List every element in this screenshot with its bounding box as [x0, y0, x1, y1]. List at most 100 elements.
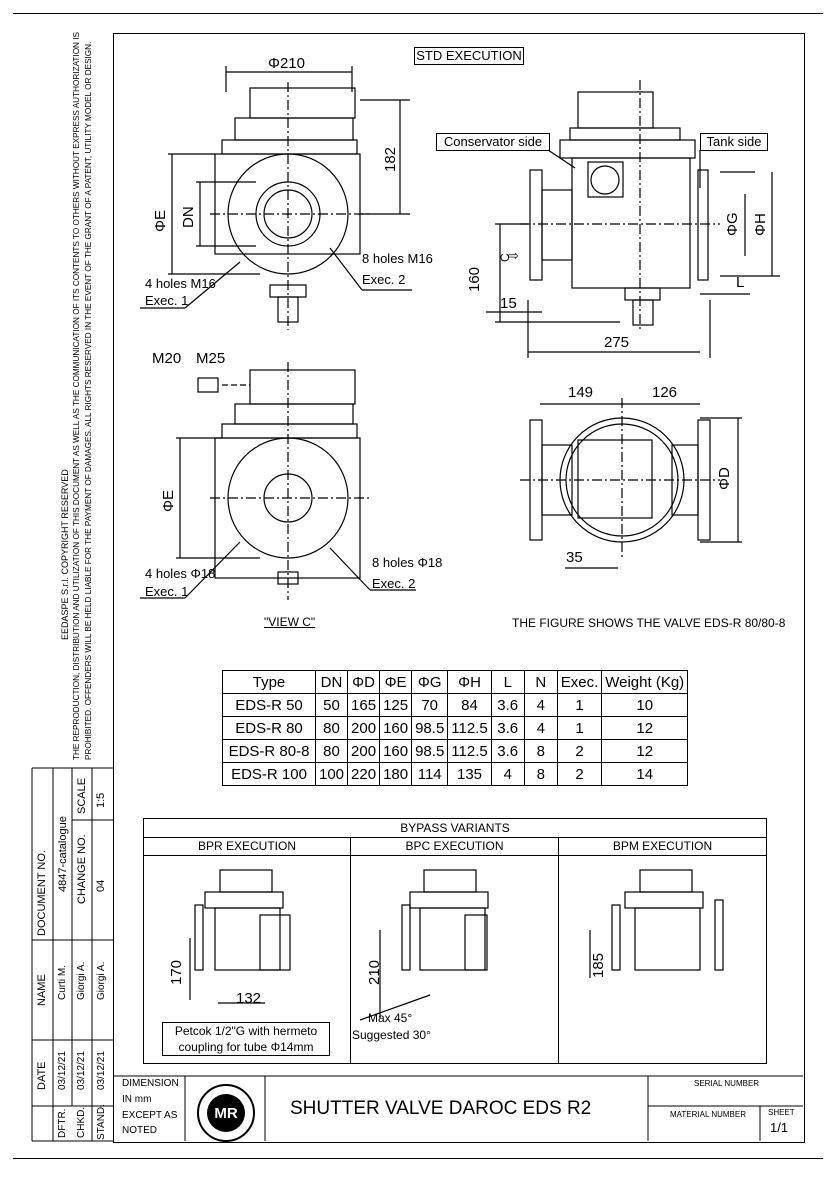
cell: 14	[601, 762, 689, 786]
stand-label: STAND.	[96, 1104, 107, 1140]
dim-h: ΦH	[752, 213, 769, 236]
th-weight: Weight (Kg)	[601, 670, 689, 694]
arrow-c: ⇨	[508, 248, 519, 263]
bypass-title: BYPASS VARIANTS	[144, 819, 766, 838]
bpc-execution: BPC EXECUTION	[351, 837, 558, 856]
sheet-label: SHEET	[768, 1108, 795, 1117]
holes-m16-8: 8 holes M16	[362, 251, 433, 266]
change-no: 04	[95, 879, 107, 892]
cell: 200	[347, 739, 381, 763]
table-row: EDS-R 50 50 165 125 70 84 3.6 4 1 10	[222, 693, 689, 717]
dim-e2: ΦE	[160, 490, 177, 512]
spec-table-header: Type DN ΦD ΦE ΦG ΦH L N Exec. Weight (Kg…	[222, 670, 689, 694]
scale: 1:5	[95, 792, 107, 808]
cell: 84	[447, 693, 492, 717]
except-as-label: EXCEPT AS	[122, 1110, 178, 1121]
dim-210: Φ210	[268, 55, 305, 72]
change-no-label: CHANGE NO.	[76, 834, 88, 904]
noted-label: NOTED	[122, 1125, 157, 1136]
table-row: EDS-R 100 100 220 180 114 135 4 8 2 14	[222, 762, 689, 786]
name3: Giorgi A.	[96, 961, 107, 1000]
bypass-variants: BYPASS VARIANTS BPR EXECUTION BPC EXECUT…	[143, 818, 767, 1064]
dimension-label: DIMENSION	[122, 1078, 179, 1089]
top-view	[520, 398, 742, 569]
cell: 3.6	[490, 739, 525, 763]
view-c	[140, 362, 416, 600]
holes-m16-4: 4 holes M16	[145, 276, 216, 291]
th-dn: DN	[314, 670, 349, 694]
view-c-label: "VIEW C"	[264, 615, 316, 629]
std-execution-label: STD EXECUTION	[414, 47, 524, 65]
cell: 165	[347, 693, 381, 717]
cell: 4	[523, 716, 558, 740]
side-block-lines	[31, 767, 113, 1142]
cell: 8	[523, 739, 558, 763]
date-label: DATE	[36, 1061, 48, 1090]
suggested30-label: Suggested 30°	[352, 1028, 431, 1042]
m25-label: M25	[196, 350, 226, 367]
cell: 1	[556, 693, 603, 717]
mr-logo-inner: MR	[207, 1094, 245, 1132]
drawing-title: SHUTTER VALVE DAROC EDS R2	[290, 1098, 592, 1119]
name1: Curti M.	[57, 965, 68, 1000]
cell: 12	[601, 739, 689, 763]
sheet-number: 1/1	[770, 1120, 789, 1135]
doc-no-label: DOCUMENT NO.	[36, 850, 48, 936]
th-e: ΦE	[379, 670, 413, 694]
dim-160: 160	[466, 266, 483, 292]
cell: 3.6	[490, 716, 525, 740]
dim-182: 182	[382, 146, 399, 172]
dftr-label: DFTR.	[57, 1108, 68, 1138]
cell: 4	[523, 693, 558, 717]
cell: 8	[523, 762, 558, 786]
mr-logo: MR	[197, 1084, 255, 1142]
th-type: Type	[222, 670, 316, 694]
dim-275: 275	[604, 334, 630, 351]
cell: 100	[314, 762, 349, 786]
cell: 180	[379, 762, 413, 786]
dim-e: ΦE	[152, 210, 169, 232]
figure-note: THE FIGURE SHOWS THE VALVE EDS-R 80/80-8	[512, 616, 786, 630]
title-block-lines	[113, 1075, 803, 1141]
dim-210-bpc: 210	[366, 959, 383, 985]
cell: 80	[314, 739, 349, 763]
holes-18-4: 4 holes Φ18	[145, 566, 216, 581]
cell: 1	[556, 716, 603, 740]
cell: 112.5	[447, 739, 492, 763]
conservator-side-label: Conservator side	[436, 133, 550, 151]
dim-149: 149	[568, 384, 594, 401]
material-number-label: MATERIAL NUMBER	[670, 1110, 747, 1119]
bypass-drawings	[189, 869, 724, 1021]
th-h: ΦH	[447, 670, 492, 694]
name2: Giorgi A.	[76, 961, 87, 1000]
doc-no: 4847-catalogue	[57, 816, 69, 892]
date2: 03/12/21	[76, 1051, 87, 1090]
dim-d: ΦD	[716, 467, 733, 490]
cell: EDS-R 50	[222, 693, 316, 717]
max45-label: Max 45°	[368, 1011, 413, 1025]
side-view-std	[486, 80, 780, 358]
exec2-b: Exec. 2	[372, 576, 416, 591]
th-l: L	[490, 670, 525, 694]
outer-frame	[13, 13, 823, 1159]
cell: 98.5	[411, 739, 449, 763]
bpm-execution: BPM EXECUTION	[559, 837, 766, 856]
dim-185: 185	[590, 952, 607, 978]
exec2-a: Exec. 2	[362, 272, 406, 287]
cell: 125	[379, 693, 413, 717]
exec1-b: Exec. 1	[145, 584, 189, 599]
cell: 2	[556, 739, 603, 763]
table-row: EDS-R 80 80 200 160 98.5 112.5 3.6 4 1 1…	[222, 716, 689, 740]
cell: 3.6	[490, 693, 525, 717]
cell: 12	[601, 716, 689, 740]
petcok-line1: Petcok 1/2"G with hermeto	[174, 1024, 318, 1038]
cell: 50	[314, 693, 349, 717]
cell: 10	[601, 693, 689, 717]
date1: 03/12/21	[57, 1051, 68, 1090]
drawing-frame	[113, 33, 805, 1143]
cell: 112.5	[447, 716, 492, 740]
th-d: ΦD	[347, 670, 381, 694]
table-row: EDS-R 80-8 80 200 160 98.5 112.5 3.6 8 2…	[222, 739, 689, 763]
dim-35: 35	[566, 549, 583, 566]
